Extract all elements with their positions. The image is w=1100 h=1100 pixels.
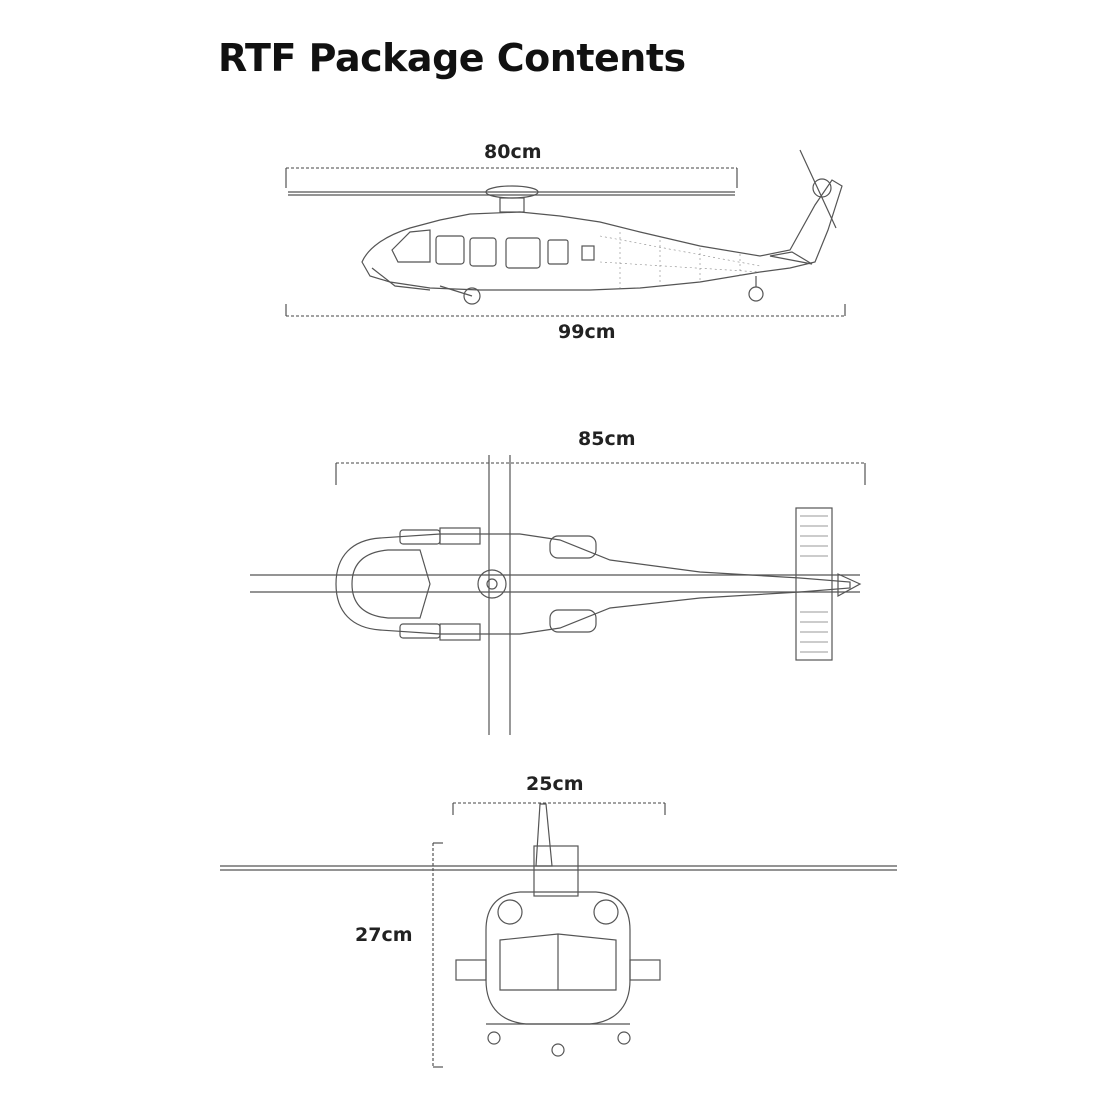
top-length-dimension-line <box>335 462 866 485</box>
side-tail-wheel <box>748 286 764 302</box>
side-length-dimension-line <box>285 304 846 317</box>
front-height-dimension-line <box>432 842 443 1068</box>
page-title: RTF Package Contents <box>218 36 686 80</box>
front-right-stabilizer <box>629 959 661 981</box>
front-left-stabilizer <box>455 959 487 981</box>
front-tail-fin <box>535 803 553 867</box>
side-length-label: 99cm <box>558 321 616 343</box>
side-main-wheel <box>463 287 481 305</box>
side-view-drawing <box>285 149 846 317</box>
front-height-label: 27cm <box>355 924 413 946</box>
top-length-label: 85cm <box>578 428 636 450</box>
front-width-label: 25cm <box>526 773 584 795</box>
side-rotor-dimension-line <box>285 167 738 188</box>
front-width-dimension-line <box>452 802 666 815</box>
side-fuselage <box>361 179 843 291</box>
top-view-drawing <box>250 455 866 735</box>
front-view-drawing <box>220 802 897 1068</box>
front-right-wheel <box>617 1031 631 1045</box>
top-stabilizer <box>795 507 833 661</box>
front-windshield <box>499 933 617 991</box>
side-rotor-span-label: 80cm <box>484 141 542 163</box>
side-tail-rotor <box>799 149 837 229</box>
front-left-wheel <box>487 1031 501 1045</box>
top-fuselage <box>335 533 851 635</box>
top-rotor-hub <box>477 569 507 599</box>
front-tail-wheel <box>551 1043 565 1057</box>
